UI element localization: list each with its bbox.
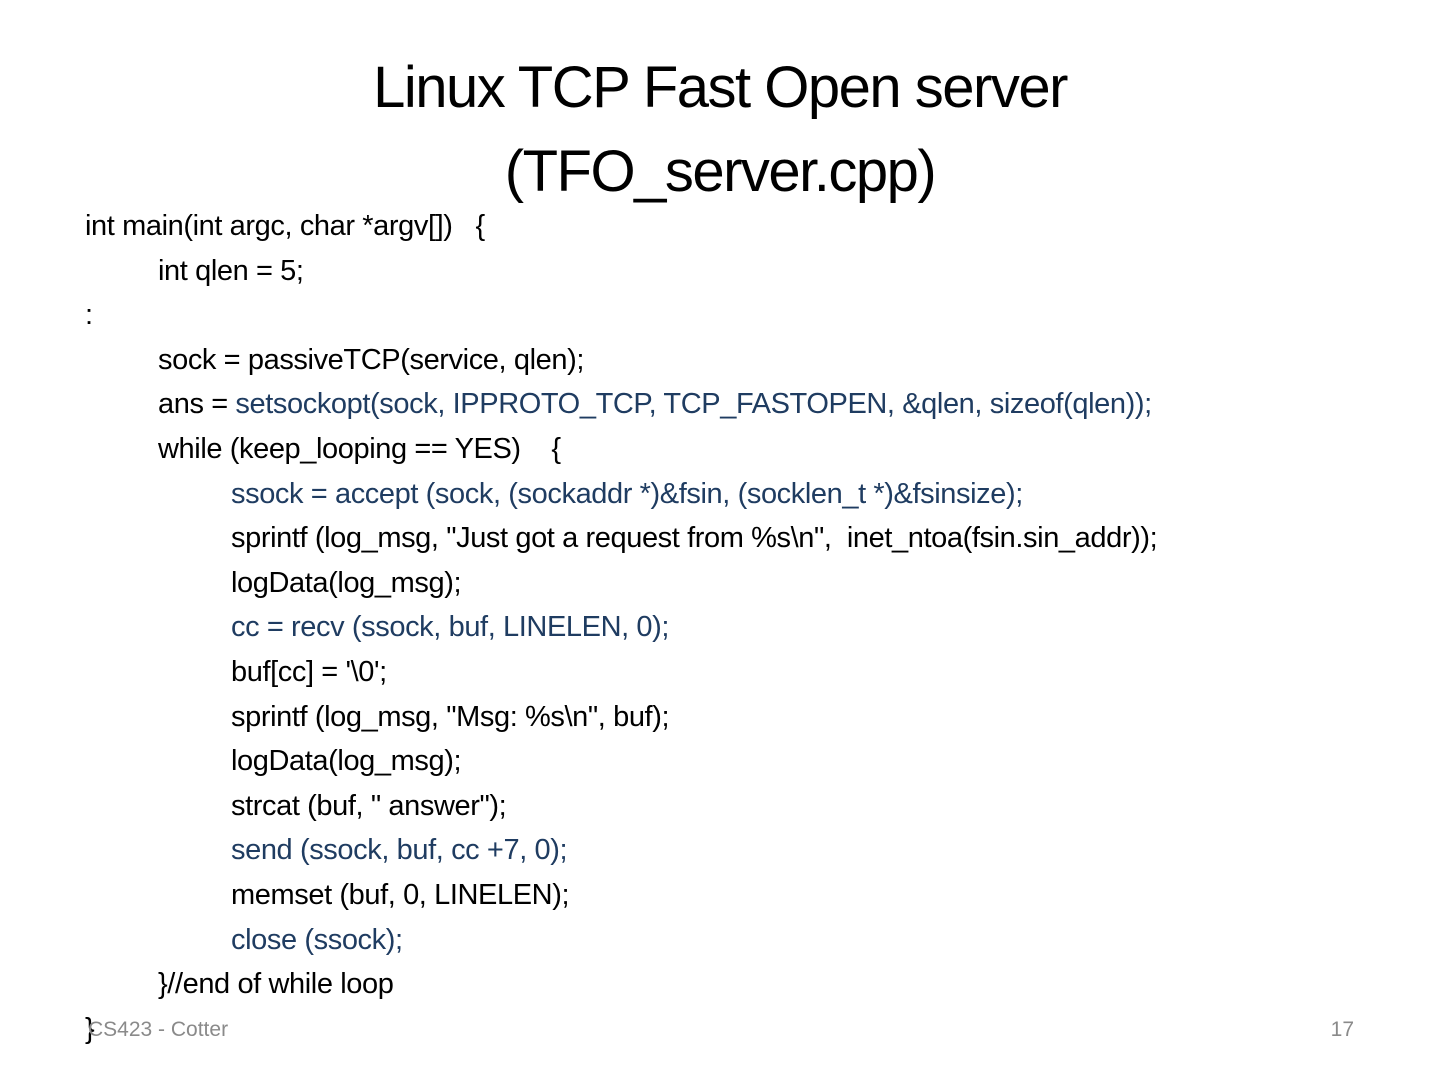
code-line: buf[cc] = '\0'; [85,650,1420,695]
code-block: int main(int argc, char *argv[]) { int ql… [85,204,1420,1051]
slide-title-line2: (TFO_server.cpp) [504,139,937,204]
code-line: int qlen = 5; [85,249,1420,294]
code-segment: while (keep_looping == YES) { [158,432,561,465]
code-line: ans = setsockopt(sock, IPPROTO_TCP, TCP_… [85,382,1420,427]
code-segment: } [85,1012,95,1045]
slide-title: Linux TCP Fast Open server (TFO_server.c… [0,46,1440,214]
code-line: while (keep_looping == YES) { [85,427,1420,472]
code-line: sprintf (log_msg, "Msg: %s\n", buf); [85,695,1420,740]
code-segment: ans = [158,388,236,421]
code-segment: int main(int argc, char *argv[]) { [85,210,485,242]
code-segment: : [85,299,93,332]
code-line: send (ssock, buf, cc +7, 0); [85,828,1420,873]
code-line: ssock = accept (sock, (sockaddr *)&fsin,… [85,472,1420,517]
code-line: int main(int argc, char *argv[]) { [85,204,1420,249]
code-line: memset (buf, 0, LINELEN); [85,873,1420,918]
code-segment: strcat (buf, " answer"); [231,789,507,822]
code-segment: logData(log_msg); [231,566,462,599]
code-segment: memset (buf, 0, LINELEN); [231,878,570,911]
code-segment: close (ssock); [231,923,403,956]
code-line: strcat (buf, " answer"); [85,784,1420,829]
page-number: 17 [1330,1018,1354,1041]
code-line: : [85,293,1420,338]
code-segment: sprintf (log_msg, "Msg: %s\n", buf); [231,700,670,733]
code-line: close (ssock); [85,918,1420,963]
code-segment: setsockopt(sock, IPPROTO_TCP, TCP_FASTOP… [235,388,1152,421]
code-segment: }//end of while loop [158,968,394,1001]
code-line: logData(log_msg); [85,561,1420,606]
code-segment: send (ssock, buf, cc +7, 0); [231,834,568,867]
code-line: } [85,1007,1420,1052]
code-line: sprintf (log_msg, "Just got a request fr… [85,516,1420,561]
code-line: }//end of while loop [85,962,1420,1007]
code-segment: cc = recv (ssock, buf, LINELEN, 0); [231,611,670,644]
footer-course-label: CS423 - Cotter [88,1018,229,1041]
code-segment: ssock = accept (sock, (sockaddr *)&fsin,… [231,477,1023,510]
code-line: logData(log_msg); [85,739,1420,784]
code-segment: int qlen = 5; [158,254,304,287]
code-line: sock = passiveTCP(service, qlen); [85,338,1420,383]
code-segment: sock = passiveTCP(service, qlen); [158,343,584,376]
code-segment: logData(log_msg); [231,745,462,778]
code-segment: sprintf (log_msg, "Just got a request fr… [231,522,1158,555]
code-line: cc = recv (ssock, buf, LINELEN, 0); [85,605,1420,650]
slide-title-line1: Linux TCP Fast Open server [373,55,1068,120]
code-segment: buf[cc] = '\0'; [231,655,387,688]
